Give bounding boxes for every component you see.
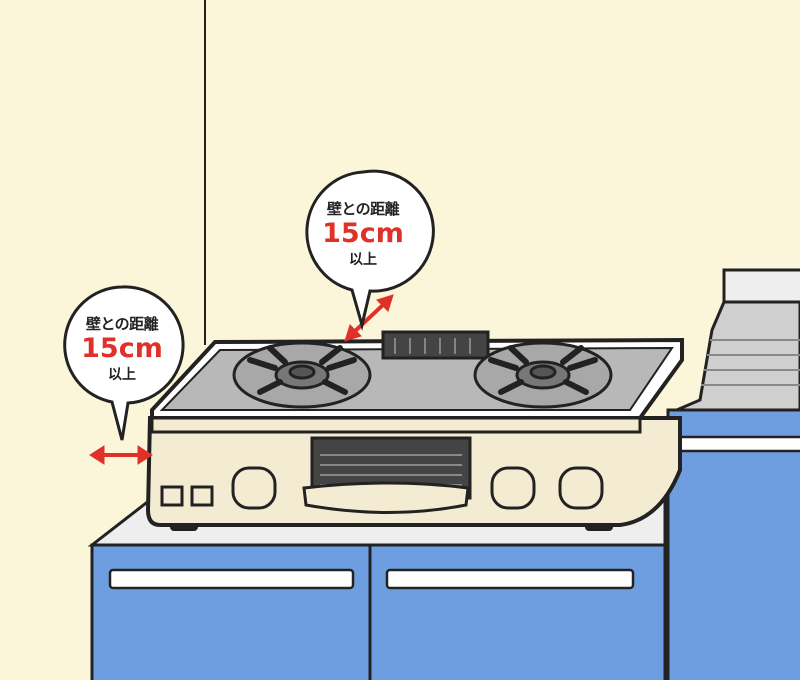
right-counter: [666, 268, 800, 680]
callout-label: 壁との距離: [326, 200, 400, 218]
back-distance-callout: 壁との距離 15cm 以上: [303, 198, 423, 269]
cabinet-handle-left: [108, 568, 355, 590]
callout-bubbles: [63, 169, 435, 441]
callout-suffix: 以上: [349, 252, 377, 268]
back-arrow: [351, 301, 387, 335]
callout-distance: 15cm: [81, 333, 163, 364]
distance-arrows: [89, 294, 394, 465]
callout-distance: 15cm: [322, 218, 404, 249]
cabinet-handle-right: [385, 568, 635, 590]
gas-stove: [145, 330, 684, 531]
callout-label: 壁との距離: [85, 315, 159, 333]
cabinet: [90, 543, 667, 680]
callout-suffix: 以上: [108, 367, 136, 383]
side-distance-callout: 壁との距離 15cm 以上: [64, 313, 180, 384]
